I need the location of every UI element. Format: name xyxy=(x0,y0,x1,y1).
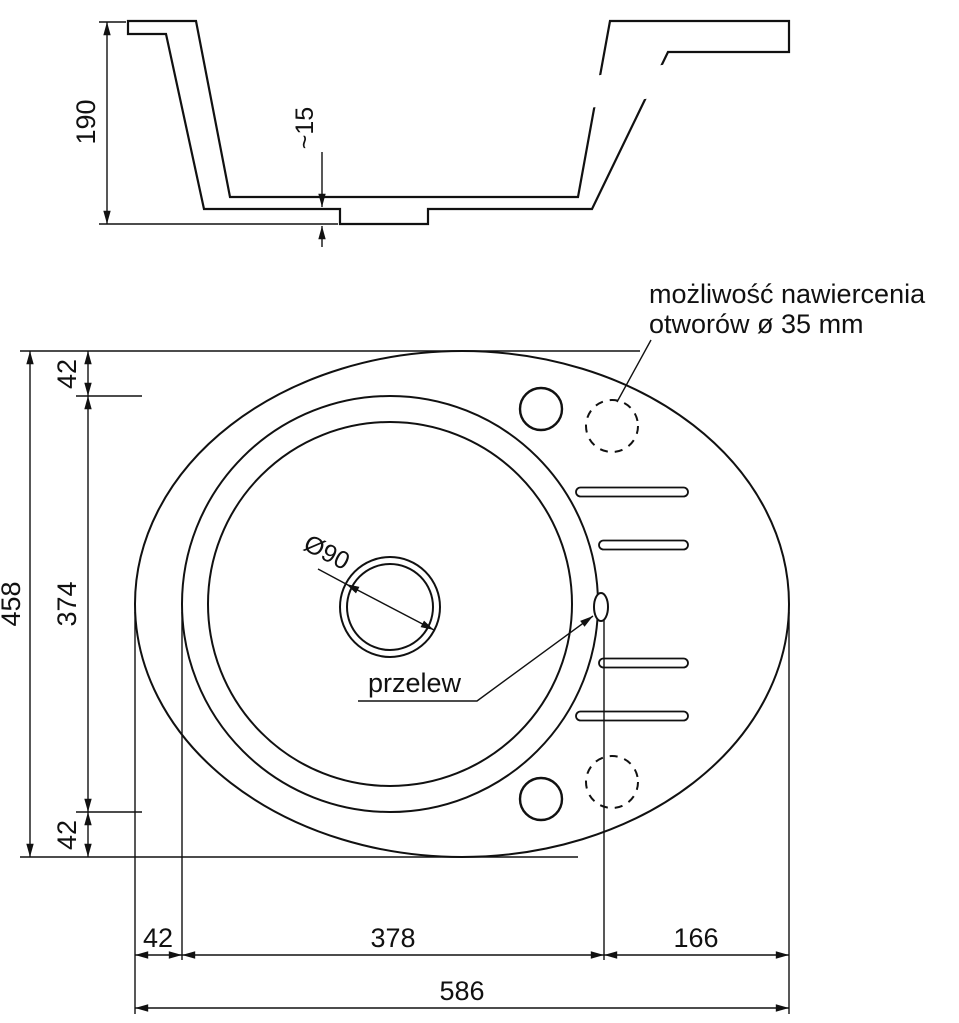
drain-outer-circle xyxy=(339,556,441,658)
sink-section-outline xyxy=(126,19,791,226)
ext-lines-total-height xyxy=(20,350,640,858)
overflow-label: przelew xyxy=(368,668,462,698)
plan-dimensions: 458 42 374 42 42 378 166 586 xyxy=(0,350,790,1014)
dim-label-right-section: 166 xyxy=(673,923,718,953)
plan-view: Ø90 przelew możliwość nawiercenia otworó… xyxy=(134,279,926,858)
drain-diameter-line xyxy=(345,583,435,631)
annotation-line-1: możliwość nawiercenia xyxy=(649,279,926,309)
dim-label-left-offset: 42 xyxy=(143,923,173,953)
dim-label-bowl-width: 378 xyxy=(370,923,415,953)
tap-hole-bottom xyxy=(518,776,564,822)
overflow-hole xyxy=(593,592,609,622)
section-view: 190 ~15 xyxy=(71,19,791,247)
drainboard-groove xyxy=(575,710,689,722)
dim-label-total-height: 458 xyxy=(0,581,26,626)
dim-label-bowl-height: 374 xyxy=(52,581,82,626)
sink-outer-oval xyxy=(134,350,790,858)
dim-label-total-width: 586 xyxy=(439,976,484,1006)
dim-label-top-offset: 42 xyxy=(52,359,82,389)
drainboard-groove xyxy=(575,486,689,498)
dim-label-bottom-offset: 42 xyxy=(52,820,82,850)
optional-hole-top-dashed xyxy=(585,399,639,453)
overflow-leader-line xyxy=(358,615,594,702)
annotation-leader-line xyxy=(616,339,652,403)
annotation-line-2: otworów ø 35 mm xyxy=(649,309,864,339)
bowl-inner-circle xyxy=(207,421,573,787)
drainboard-groove xyxy=(598,657,689,669)
wall-break-gap xyxy=(582,64,676,108)
drain-diameter-leader-tail xyxy=(317,568,347,585)
ext-stubs-bowl-height xyxy=(76,395,142,813)
dim-label-section-height: 190 xyxy=(71,99,101,144)
optional-hole-bottom-dashed xyxy=(585,755,639,809)
drainboard-groove xyxy=(598,539,689,551)
tap-hole-top xyxy=(518,386,564,432)
dim-label-drain-depth: ~15 xyxy=(291,107,319,149)
